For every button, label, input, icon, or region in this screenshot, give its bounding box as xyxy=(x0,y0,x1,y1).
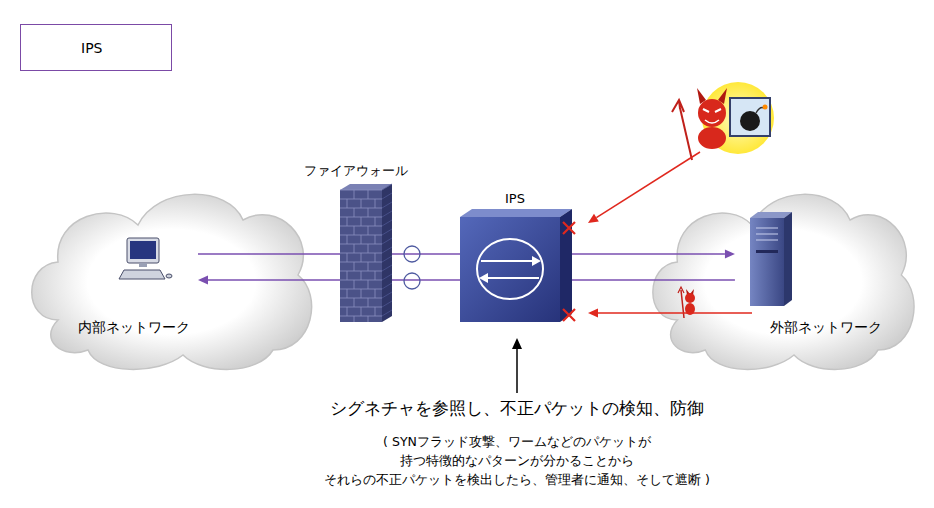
ips-shape xyxy=(455,190,580,325)
server-icon xyxy=(750,212,792,306)
label-holder: シグネチャを参照し、不正パケットの検知、防御 xyxy=(167,397,867,419)
cloud-shape xyxy=(640,170,920,380)
note-text: ( SYNフラッド攻撃、ワームなどのパケットが xyxy=(383,433,651,451)
interface-ring xyxy=(404,246,420,289)
label-holder: ( SYNフラッド攻撃、ワームなどのパケットが xyxy=(167,431,867,451)
cloud-shape xyxy=(18,170,318,380)
node-label: 内部ネットワーク xyxy=(78,318,190,336)
node-label: ファイアウォール xyxy=(300,162,412,180)
label-holder: 持つ特徴的なパターンが分かることから xyxy=(167,450,867,470)
node-label: IPS xyxy=(460,190,570,208)
attacker-devil xyxy=(672,82,774,160)
network-cloud: 外部ネットワーク xyxy=(640,170,920,380)
wall-shape xyxy=(300,160,412,325)
title-box: IPS xyxy=(20,24,172,71)
pointer-arrow xyxy=(512,338,522,393)
title-text: IPS xyxy=(81,39,102,57)
note-text: それらの不正パケットを検出したら、管理者に通知、そして遮断 ) xyxy=(324,471,710,489)
network-cloud: 内部ネットワーク xyxy=(18,170,318,380)
node-label: 外部ネットワーク xyxy=(770,318,882,336)
note-text: 持つ特徴的なパターンが分かることから xyxy=(400,452,634,470)
main-description: シグネチャを参照し、不正パケットの検知、防御 xyxy=(330,397,704,419)
label-holder: それらの不正パケットを検出したら、管理者に通知、そして遮断 ) xyxy=(167,469,867,489)
ips-device: IPS xyxy=(455,190,580,325)
firewall: ファイアウォール xyxy=(300,160,412,325)
